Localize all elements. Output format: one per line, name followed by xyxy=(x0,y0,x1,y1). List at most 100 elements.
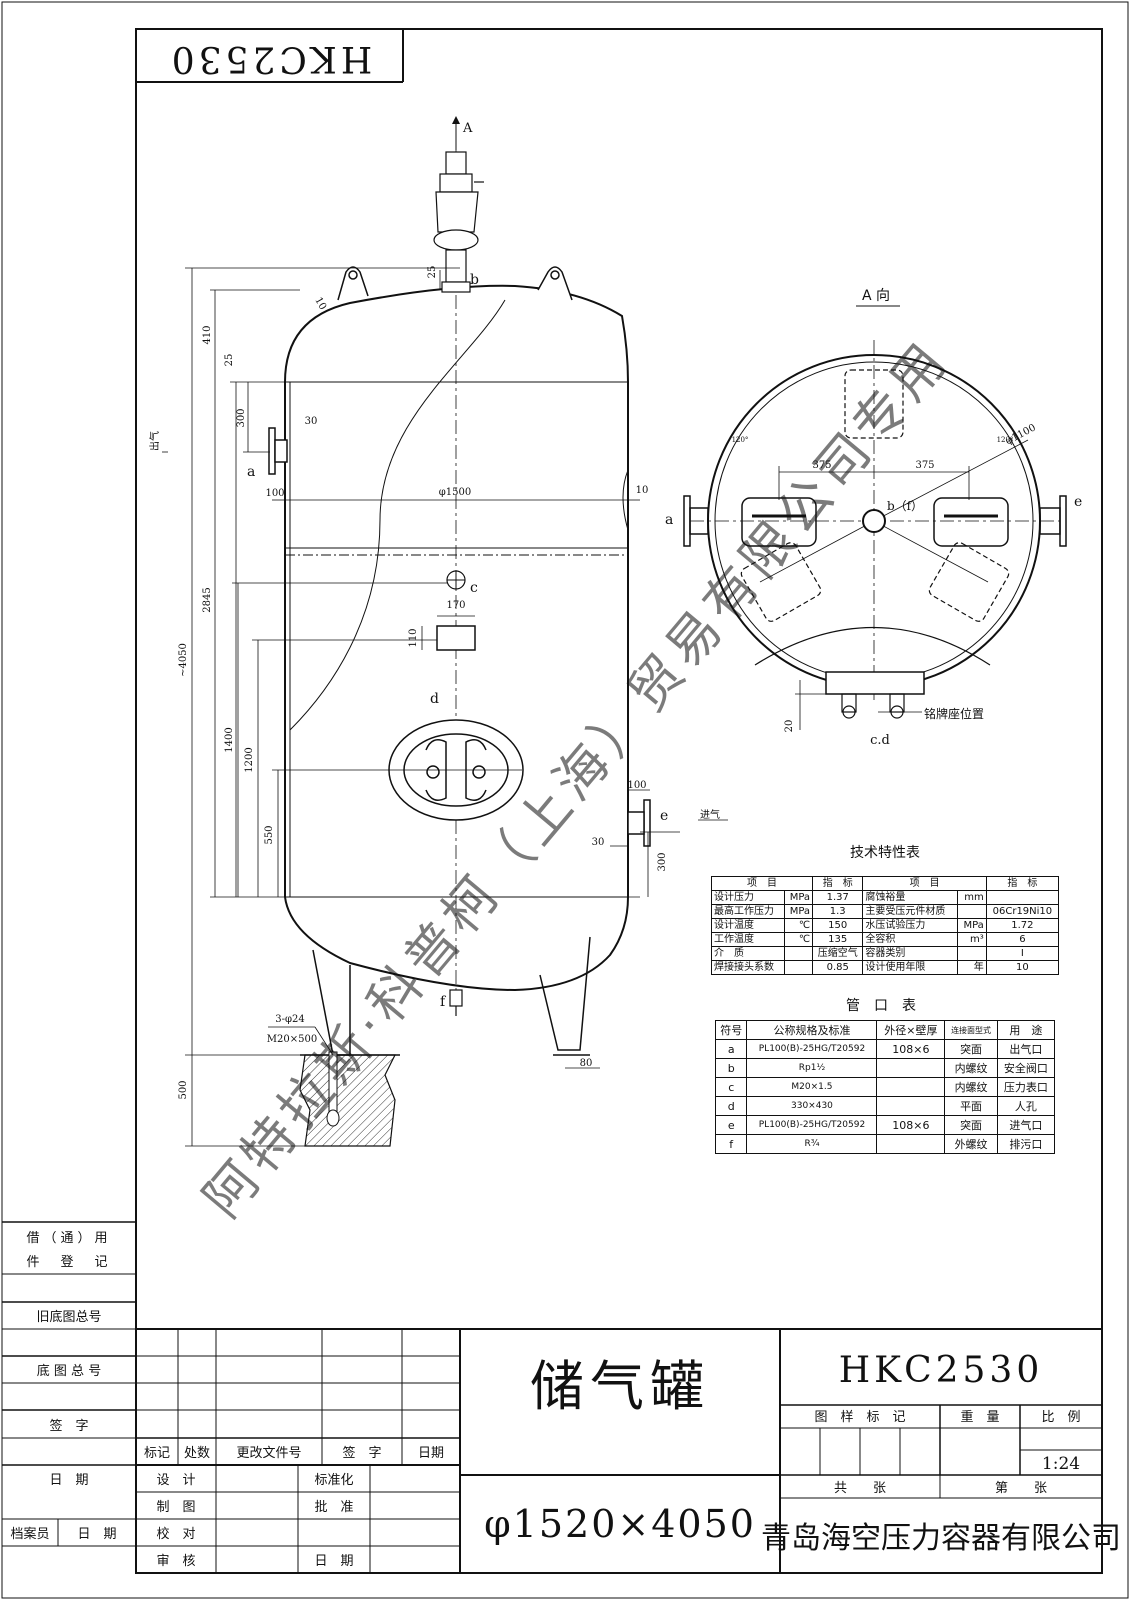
pipe-cell: Rp1½ xyxy=(746,1058,878,1078)
dim-w100a: 100 xyxy=(265,488,284,499)
tech-cell: 全容积 xyxy=(862,932,959,947)
dim-h300b: 300 xyxy=(657,852,668,871)
dim-h2845: 2845 xyxy=(202,587,213,612)
archivist-label: 档案员 xyxy=(10,1527,50,1542)
tech-cell: MPa xyxy=(957,918,987,933)
dim-w10a: 10 xyxy=(636,485,649,496)
nozzle-a-icon xyxy=(268,427,288,475)
tech-cell: 水压试验压力 xyxy=(862,918,959,933)
inner-border xyxy=(135,28,1103,1574)
role-design: 设 计 xyxy=(156,1473,196,1488)
dim-w30a: 30 xyxy=(305,416,318,427)
old-base-number-label: 旧底图总号 xyxy=(36,1310,102,1325)
pipe-cell: 进气口 xyxy=(996,1115,1056,1135)
table-row: f R¾ 外螺纹 排污口 xyxy=(714,1134,1056,1154)
pipe-table: 符号 公称规格及标准 外径×壁厚 连接面型式 用 途 a PL100(B)-25… xyxy=(714,1020,1056,1154)
pipe-cell xyxy=(876,1058,946,1078)
dim-ang120b: 120° xyxy=(997,436,1014,444)
pipe-th: 外径×壁厚 xyxy=(876,1020,946,1040)
vessel-size: φ1520×4050 xyxy=(484,1502,756,1546)
tech-cell: 设计压力 xyxy=(711,890,785,905)
pipe-cell: PL100(B)-25HG/T20592 xyxy=(746,1115,878,1135)
rev-mark-header: 标记 xyxy=(143,1446,170,1461)
b-f-label: b（f） xyxy=(887,499,923,513)
dim-h20: 20 xyxy=(784,720,795,733)
table-row: 介 质 压缩空气 容器类别 Ⅰ xyxy=(711,946,1060,961)
company-name: 青岛海空压力容器有限公司 xyxy=(761,1521,1121,1556)
role-review: 审 核 xyxy=(156,1554,196,1569)
top-label: HKC2530 xyxy=(168,38,372,79)
pipe-cell: 108×6 xyxy=(876,1039,946,1059)
tech-cell: MPa xyxy=(783,890,814,905)
letter-a: a xyxy=(247,464,255,480)
tech-cell: mm xyxy=(957,890,987,905)
tech-cell: 介 质 xyxy=(711,946,785,961)
pipe-cell: 安全阀口 xyxy=(996,1058,1056,1078)
pipe-th: 符号 xyxy=(714,1020,748,1040)
dim-h550: 550 xyxy=(264,825,275,844)
pipe-cell: 出气口 xyxy=(996,1039,1056,1059)
tech-cell: 设计使用年限 xyxy=(862,960,959,975)
pipe-cell: 外螺纹 xyxy=(944,1134,998,1154)
dim-h25a: 25 xyxy=(224,354,235,367)
th-value-2: 指 标 xyxy=(985,876,1060,891)
tech-cell: 10 xyxy=(985,960,1060,975)
total-sheets-label: 共 张 xyxy=(834,1481,886,1496)
table-row: 焊接接头系数 0.85 设计使用年限 年 10 xyxy=(711,960,1060,975)
dim-h300a: 300 xyxy=(236,408,247,427)
nameplate-label: 铭牌座位置 xyxy=(924,706,984,721)
tech-cell: m³ xyxy=(957,932,987,947)
shell-bands xyxy=(285,547,628,556)
dim-w375a: 375 xyxy=(812,460,831,471)
dim-anchor-a: 3-φ24 xyxy=(275,1014,304,1025)
dim-w100b: 100 xyxy=(627,780,646,791)
rev-date-header: 日期 xyxy=(417,1446,444,1461)
pipe-cell: 压力表口 xyxy=(996,1077,1056,1097)
th-item-1: 项 目 xyxy=(710,876,814,891)
table-row: 设计温度 ℃ 150 水压试验压力 MPa 1.72 xyxy=(711,918,1060,933)
tech-table-title: 技术特性表 xyxy=(850,845,920,861)
tech-cell xyxy=(957,904,987,919)
dim-w10b: 10 xyxy=(312,295,328,312)
pipe-cell: e xyxy=(714,1115,748,1135)
reg-line-1: 借（通）用 xyxy=(26,1230,112,1246)
tech-cell: 1.37 xyxy=(812,890,864,905)
outlet-label: 出气 xyxy=(148,431,161,451)
nozzle-f-icon xyxy=(449,989,463,1016)
tech-table-header: 项 目 指 标 项 目 指 标 xyxy=(710,876,1060,891)
role-draw: 制 图 xyxy=(156,1500,196,1515)
tech-cell: MPa xyxy=(783,904,814,919)
pipe-cell: PL100(B)-25HG/T20592 xyxy=(746,1039,878,1059)
tech-table: 项 目 指 标 项 目 指 标 设计压力 MPa 1.37 腐蚀裕量 mm 最高… xyxy=(710,876,1060,975)
table-row: e PL100(B)-25HG/T20592 108×6 突面 进气口 xyxy=(714,1115,1056,1135)
tech-cell: 主要受压元件材质 xyxy=(862,904,959,919)
rev-count-header: 处数 xyxy=(183,1446,210,1461)
pipe-th: 公称规格及标准 xyxy=(746,1020,878,1040)
dim-w30b: 30 xyxy=(592,837,605,848)
title-block-grid xyxy=(2,1221,1102,1573)
tech-cell xyxy=(783,946,814,961)
tech-cell: 焊接接头系数 xyxy=(711,960,785,975)
drawing-number: HKC2530 xyxy=(839,1350,1043,1391)
dim-w80: 80 xyxy=(580,1058,593,1069)
tech-cell xyxy=(957,946,987,961)
pipe-cell: M20×1.5 xyxy=(746,1077,878,1097)
tech-cell: 设计温度 xyxy=(711,918,785,933)
tech-cell: 工作温度 xyxy=(711,932,785,947)
pipe-cell xyxy=(876,1096,946,1116)
date-label-2: 日 期 xyxy=(77,1527,117,1542)
pipe-cell: 330×430 xyxy=(746,1096,878,1116)
role-date: 日 期 xyxy=(314,1554,354,1569)
weight-label: 重 量 xyxy=(960,1409,999,1425)
nozzle-letters: a b c d e f a e xyxy=(247,272,1082,1010)
a-view xyxy=(683,340,1067,730)
pipe-th: 用 途 xyxy=(996,1020,1056,1040)
tech-cell: ℃ xyxy=(783,932,814,947)
pipe-cell: 排污口 xyxy=(996,1134,1056,1154)
manhole-icon xyxy=(388,719,524,821)
dim-h4050: ~4050 xyxy=(178,643,189,677)
role-check: 校 对 xyxy=(156,1527,196,1542)
letter-e-view: e xyxy=(1074,494,1082,510)
base-number-label: 底 图 总 号 xyxy=(36,1364,102,1379)
